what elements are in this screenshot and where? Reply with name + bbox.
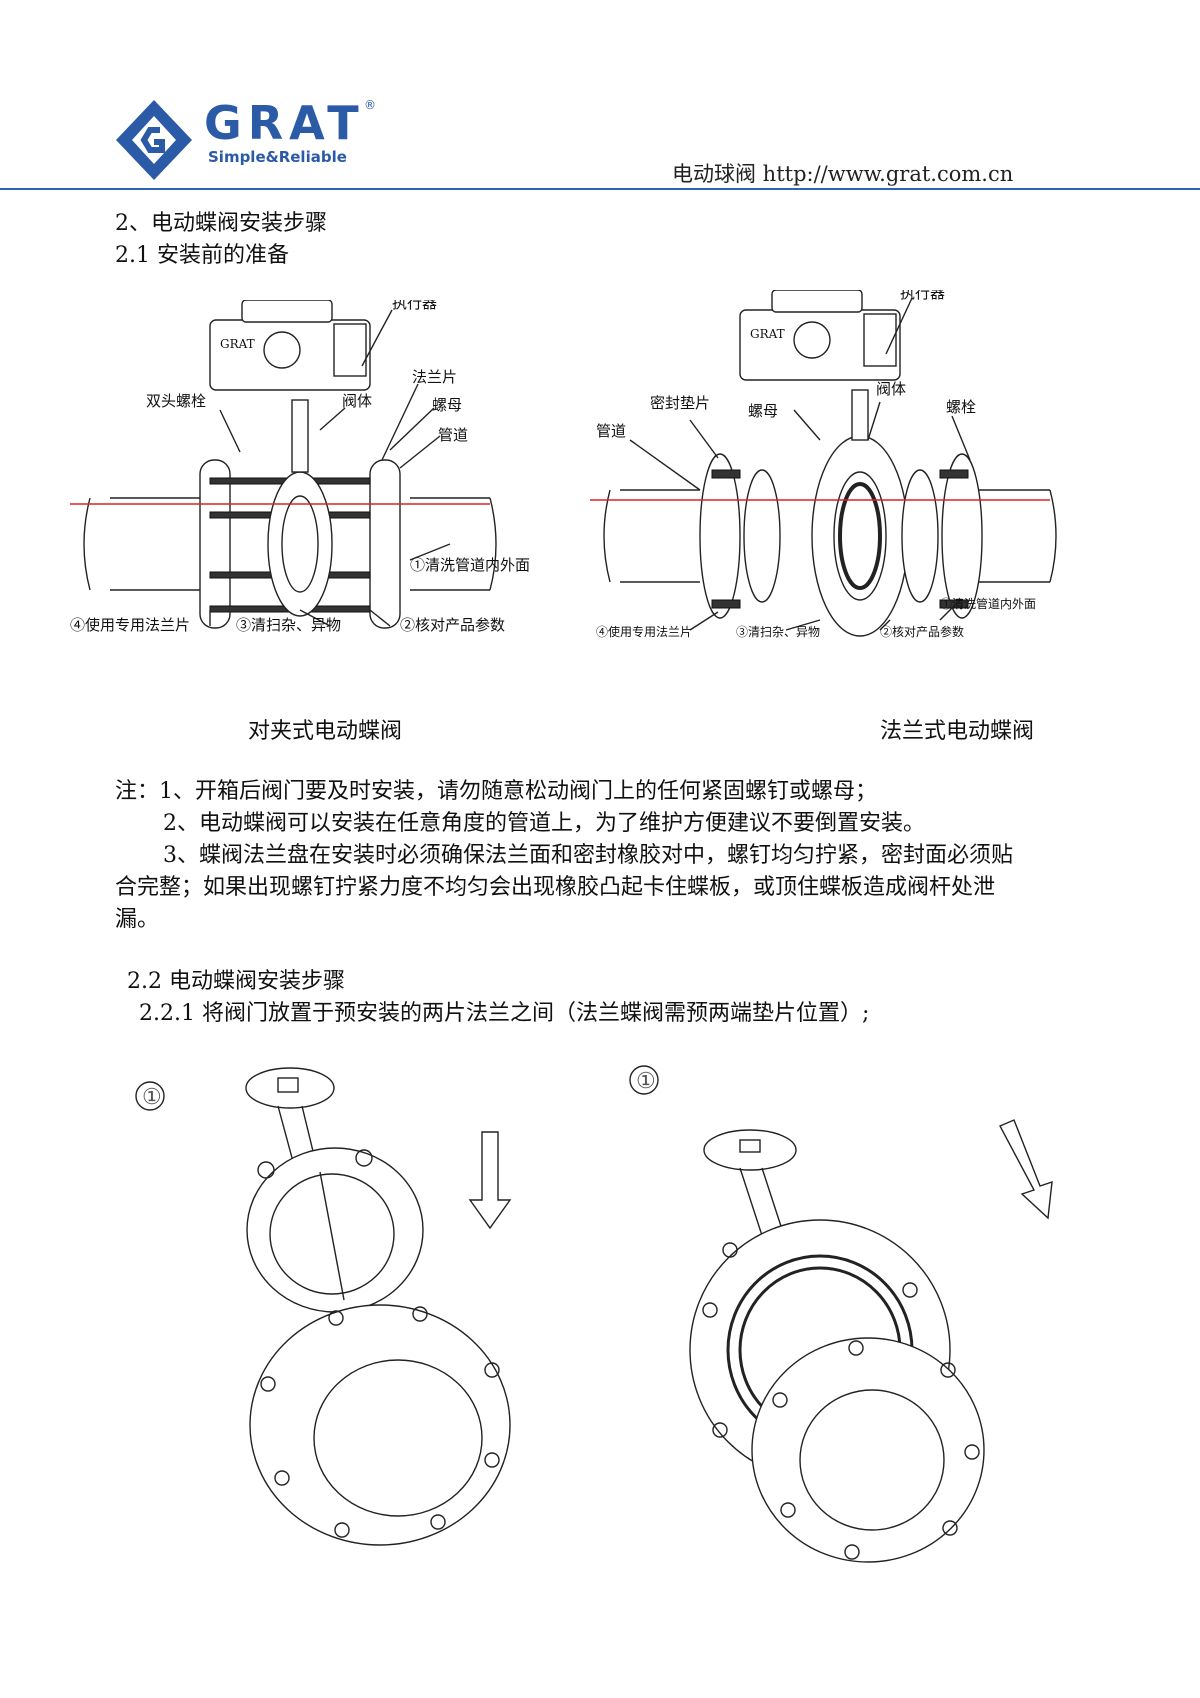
steps-heading: 2.2 电动蝶阀安装步骤 [127,969,345,994]
label-step1: ①清洗管道内外面 [410,556,530,574]
note-line-3: 3、蝶阀法兰盘在安装时必须确保法兰面和密封橡胶对中，螺钉均匀拧紧，密封面必须贴 [163,843,1013,868]
label-bolt: 螺栓 [946,398,976,416]
header: GRAT ® Simple&Reliable 电动球阀 http://www.g… [0,0,1200,195]
left-pipe [83,497,210,591]
label-actuator: 执行器 [392,300,437,312]
right-pipe-flange [941,453,983,619]
install-illustration-flanged: ① [629,1065,1053,1563]
caption-wafer: 对夹式电动蝶阀 [248,719,403,744]
svg-text:GRAT: GRAT [220,337,255,351]
label-actuator-flanged: 执行器 [900,290,945,302]
right-gasket [901,469,939,603]
label-pipe: 管道 [438,426,468,444]
grat-logo-icon [116,100,192,180]
caption-flanged: 法兰式电动蝶阀 [880,719,1035,744]
valve-body [267,471,333,617]
step-marker-left [135,1081,165,1111]
header-url: 电动球阀 http://www.grat.com.cn [672,162,1014,186]
label-stud-bolt: 双头螺栓 [146,392,206,410]
right-flange [369,459,401,629]
bolts [711,469,969,609]
step-2-2-1: 2.2.1 将阀门放置于预安装的两片法兰之间（法兰蝶阀需预两端垫片位置）; [139,1001,870,1026]
label-step3: ③清扫杂、异物 [236,616,341,634]
note-line-1: 注：1、开箱后阀门要及时安装，请勿随意松动阀门上的任何紧固螺钉或螺母； [115,779,877,804]
left-flange [199,459,231,629]
install-illustration-wafer: ① [135,1067,512,1546]
left-pipe-flange [699,453,741,619]
pipe-flange-front [751,1337,985,1563]
label-step2: ②核对产品参数 [400,616,505,634]
header-divider [0,188,1200,190]
label-gasket: 密封垫片 [650,394,710,412]
valve-stem [291,399,309,473]
note-line-5: 漏。 [115,907,160,932]
label-valve-body-flanged: 阀体 [876,380,906,398]
left-gasket [743,469,781,603]
pipe-flange-bottom [249,1304,511,1546]
right-pipe [410,497,497,591]
label-nut-flanged: 螺母 [748,402,778,420]
valve-body-flanged [811,435,909,637]
brand-name: GRAT [204,96,365,150]
label-step4-flanged: ④使用专用法兰片 [596,624,692,639]
step-marker-right-text: ① [636,1069,656,1094]
section-heading: 2、电动蝶阀安装步骤 [115,211,327,236]
label-pipe-flanged: 管道 [596,422,626,440]
note-line-2: 2、电动蝶阀可以安装在任意角度的管道上，为了维护方便建议不要倒置安装。 [163,811,925,836]
flanged-valve-diagram: GRAT 执行器 密封垫片 阀体 螺母 螺栓 管道 ①清洗管道内外面 ④使用专用… [590,290,1057,639]
section-subheading: 2.1 安装前的准备 [115,243,289,268]
label-valve-body: 阀体 [342,392,372,410]
step-marker-left-text: ① [142,1085,162,1110]
note-line-4: 合完整；如果出现螺钉拧紧力度不均匀会出现橡胶凸起卡住蝶板，或顶住蝶板造成阀杆处泄 [115,875,996,900]
label-step4: ④使用专用法兰片 [70,616,190,634]
label-nut: 螺母 [432,396,462,414]
label-step2-flanged: ②核对产品参数 [880,624,964,639]
svg-text:GRAT: GRAT [750,327,785,341]
label-flange: 法兰片 [412,368,457,386]
step-marker-right [629,1065,659,1095]
label-step3-flanged: ③清扫杂、异物 [736,625,820,639]
brand-tagline: Simple&Reliable [208,148,347,166]
down-arrow-icon [468,1131,512,1230]
label-step1-flanged: ①清洗管道内外面 [940,596,1036,611]
registered-mark: ® [364,98,376,112]
diagonal-arrow-icon [999,1119,1053,1220]
wafer-valve-diagram: GRAT 执行器 法兰片 双头螺栓 阀体 螺母 管道 ①清洗管道内外面 ④使用专… [70,300,530,634]
